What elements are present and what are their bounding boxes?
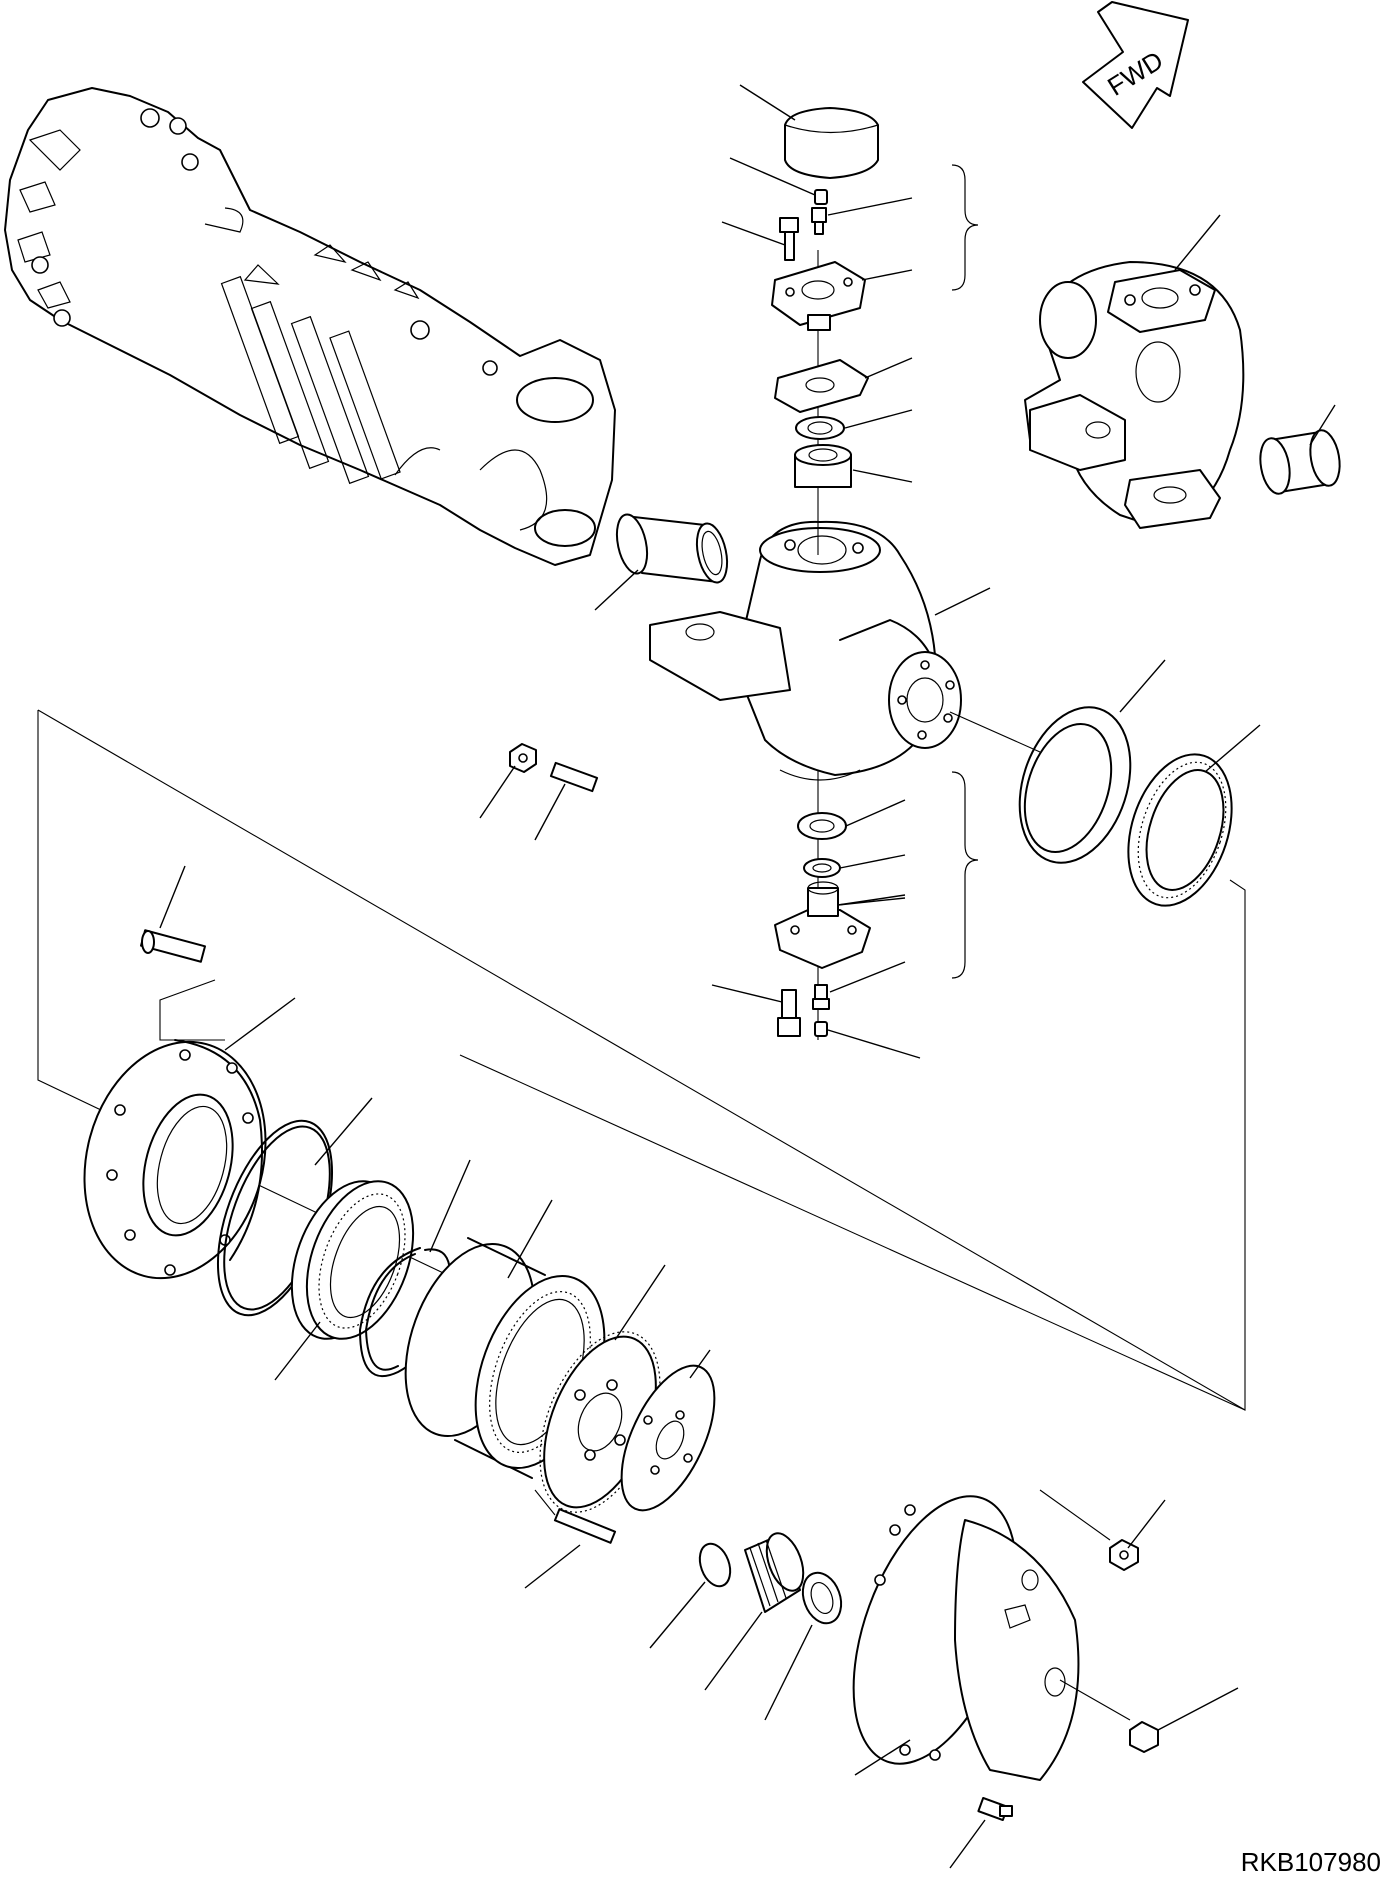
upper-seal bbox=[795, 416, 845, 440]
hub-bearing bbox=[290, 1180, 415, 1340]
grease-fitting-upper bbox=[811, 207, 827, 235]
axle-support bbox=[1024, 261, 1245, 529]
planet-snap-ring bbox=[698, 1542, 732, 1588]
bolt-lower bbox=[777, 989, 801, 1037]
bushing-left bbox=[615, 513, 729, 584]
cover-plug bbox=[1129, 1721, 1159, 1753]
plug-upper bbox=[814, 189, 828, 205]
needle-bearing bbox=[801, 1571, 843, 1625]
cover-screw bbox=[977, 1796, 1013, 1822]
planet-shaft bbox=[534, 1489, 617, 1544]
stud-center bbox=[549, 761, 599, 793]
bolt-upper bbox=[779, 217, 799, 261]
lower-seal bbox=[803, 858, 841, 878]
upper-cap bbox=[784, 107, 879, 179]
upper-retainer-plate bbox=[771, 261, 866, 331]
lower-bracket bbox=[951, 771, 979, 979]
oil-seal-ring bbox=[1018, 706, 1132, 864]
lower-cap-plate bbox=[774, 881, 871, 969]
lower-bearing bbox=[797, 812, 847, 840]
hub-bolt-left bbox=[139, 929, 207, 963]
cover-nut bbox=[1109, 1539, 1139, 1571]
axis-line-cover bbox=[1039, 1489, 1131, 1721]
nut-center bbox=[509, 743, 537, 773]
bearing-right bbox=[1127, 753, 1233, 907]
upper-bracket bbox=[951, 164, 979, 291]
planet-gear bbox=[744, 1532, 805, 1613]
plug-lower bbox=[814, 1021, 828, 1037]
axle-housing bbox=[4, 87, 616, 566]
hub-flange bbox=[83, 1039, 267, 1280]
drawing-code: RKB107980 bbox=[1240, 1847, 1381, 1877]
thrust-washer bbox=[620, 1364, 716, 1512]
upper-shim bbox=[774, 359, 869, 413]
bushing-right bbox=[1259, 429, 1341, 495]
fwd-arrow-icon: FWD bbox=[1082, 1, 1189, 129]
axis-line-right bbox=[459, 711, 1246, 1411]
callout-leaders bbox=[159, 84, 1336, 1869]
upper-bearing bbox=[794, 444, 852, 488]
carrier-cover bbox=[852, 1495, 1080, 1781]
steering-knuckle bbox=[649, 520, 962, 781]
grease-fitting-lower bbox=[812, 984, 830, 1010]
